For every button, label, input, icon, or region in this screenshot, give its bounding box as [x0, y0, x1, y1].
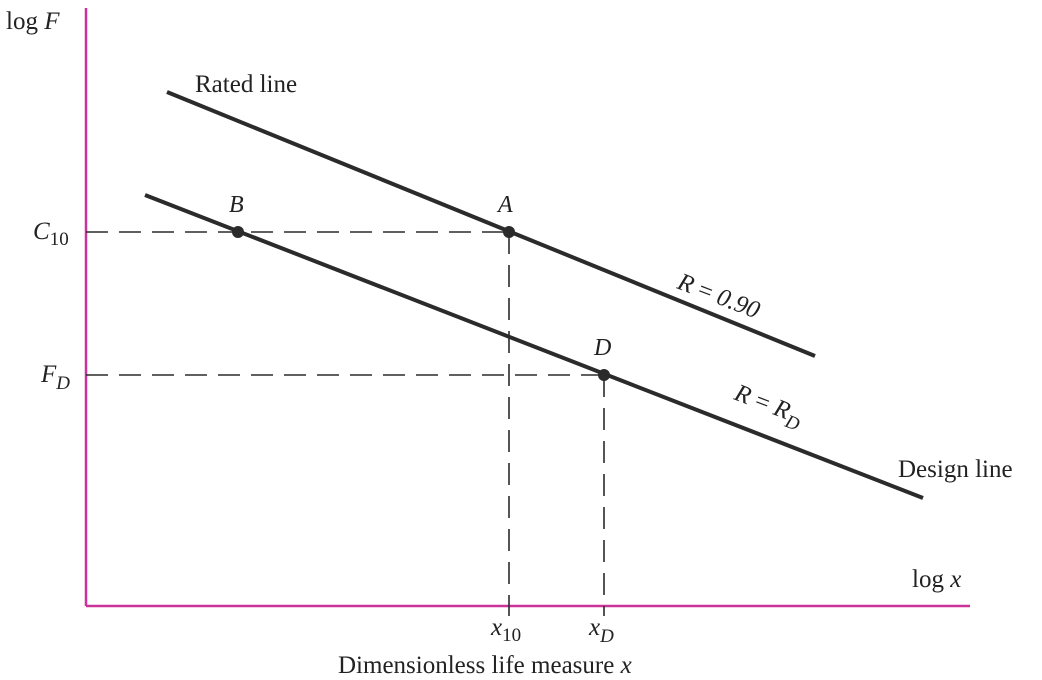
y-axis-label: log F	[6, 8, 60, 35]
x-axis-label: log x	[912, 566, 961, 593]
x10-tick-label: x10	[490, 614, 521, 646]
rated-line-label: Rated line	[195, 71, 297, 98]
point-d-label: D	[593, 335, 611, 361]
point-a-label: A	[496, 192, 513, 218]
c10-tick-label: C10	[33, 218, 69, 250]
point-d	[598, 369, 610, 381]
point-a	[503, 226, 515, 238]
fd-tick-label: FD	[40, 361, 70, 394]
xd-tick-label: xD	[588, 614, 614, 647]
point-b	[232, 226, 244, 238]
point-b-label: B	[229, 192, 244, 218]
design-line	[144, 193, 924, 500]
rated-line	[166, 90, 816, 358]
design-line-label: Design line	[898, 456, 1013, 483]
x-axis-caption: Dimensionless life measure x	[338, 652, 632, 679]
design-reliability-label: R = RD	[728, 379, 807, 436]
